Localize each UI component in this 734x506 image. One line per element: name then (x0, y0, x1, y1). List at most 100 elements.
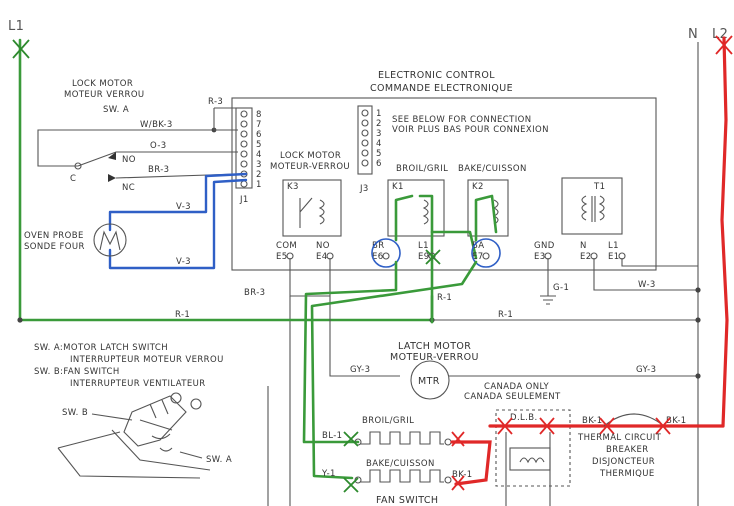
red-cross-mark (451, 431, 465, 447)
r3-link (213, 108, 238, 131)
l1-rail-label: L1 (8, 19, 24, 34)
see-below-text: SEE BELOW FOR CONNECTION (392, 115, 531, 125)
broil-element-title: BROIL/GRIL (362, 416, 414, 426)
br3b-wire (289, 258, 330, 297)
sw-b-callout: SW. B (62, 408, 88, 418)
mtr-label: MTR (418, 376, 440, 387)
latch-motor (410, 360, 450, 400)
bl1-label: BL-1 (322, 431, 343, 441)
terminal-name: L1 (608, 241, 619, 251)
junction-dot (17, 317, 23, 323)
bake-element (360, 469, 444, 483)
terminal-name: COM (276, 241, 297, 251)
r1c-label: R-1 (498, 310, 513, 320)
probe-circle (93, 223, 127, 257)
terminal-id: E4 (316, 252, 328, 262)
o3-label: O-3 (150, 141, 167, 151)
j1-pin (240, 120, 248, 128)
lock-motor-relay-title: LOCK MOTOR (280, 151, 341, 161)
y1-cross-mark (343, 477, 359, 493)
legend-sw-b-fr: INTERRUPTEUR VENTILATEUR (70, 379, 206, 389)
no-e4-wire (329, 258, 400, 377)
terminal-name: GND (534, 241, 555, 251)
bk1c-label: BK-1 (666, 416, 687, 426)
j1-pin (240, 110, 248, 118)
terminal-id: E5 (276, 252, 288, 262)
wbk3-wire (37, 129, 214, 167)
bake-green-wire (310, 260, 478, 480)
j1-pin (240, 160, 248, 168)
terminal-id: E6 (372, 252, 384, 262)
bake-terminal-right (444, 476, 452, 484)
control-title-fr: COMMANDE ELECTRONIQUE (370, 83, 513, 94)
j3-pin (361, 159, 369, 167)
junction-dot (695, 317, 701, 323)
junction-dot (695, 287, 701, 293)
j1-pin-number: 8 (256, 110, 262, 120)
l1-cross-mark (12, 39, 30, 59)
terminal (482, 252, 490, 260)
j1-pin (240, 140, 248, 148)
junction-dot (695, 373, 701, 379)
dlb-box (495, 409, 571, 487)
probe-label-fr: SONDE FOUR (24, 242, 85, 252)
red-cross-mark (497, 417, 513, 435)
n-rail-label: N (688, 27, 698, 42)
j1-pin-number: 4 (256, 150, 262, 160)
j3-connector (357, 105, 373, 175)
gy3a-label: GY-3 (350, 365, 370, 375)
electronic-control-box (231, 97, 657, 271)
r1b-label: R-1 (437, 293, 452, 303)
k1-label: K1 (392, 182, 404, 192)
broil-relay-title: BROIL/GRIL (396, 164, 448, 174)
lock-motor-title: LOCK MOTOR (72, 79, 133, 89)
terminal-id: E2 (580, 252, 592, 262)
breaker-line-4: THERMIQUE (599, 469, 655, 479)
canada-seulement: CANADA SEULEMENT (464, 392, 561, 402)
j3-pin-number: 5 (376, 149, 382, 159)
j1-pin (240, 130, 248, 138)
switch-assembly-sketch (57, 392, 211, 479)
terminal-name: BA (472, 241, 484, 251)
r3-label: R-3 (208, 97, 223, 107)
c-terminal (74, 162, 82, 170)
bake-element-title: BAKE/CUISSON (366, 459, 435, 469)
terminal (382, 252, 390, 260)
no-arrow (108, 152, 116, 160)
k3-label: K3 (287, 182, 299, 192)
relay-feed-green (430, 230, 478, 324)
red-cross-mark (539, 417, 555, 435)
broil-green-wire (302, 260, 398, 444)
bl1-cross-mark (343, 431, 359, 447)
see-below-text-fr: VOIR PLUS BAS POUR CONNEXION (392, 125, 549, 135)
j3-pin-number: 1 (376, 109, 382, 119)
dlb-coil (519, 457, 545, 464)
v3a-label: V-3 (176, 202, 191, 212)
k1-coil (422, 199, 429, 225)
g1-label: G-1 (553, 283, 569, 293)
bake-relay-title: BAKE/CUISSON (458, 164, 527, 174)
j1-pin-number: 2 (256, 170, 262, 180)
j3-pin (361, 139, 369, 147)
probe-label: OVEN PROBE (24, 231, 84, 241)
breaker-line-2: BREAKER (606, 445, 649, 455)
latch-motor-title: LATCH MOTOR (398, 341, 471, 352)
ground-symbol (540, 258, 556, 305)
bk1a-label: BK-1 (452, 470, 473, 480)
red-cross-mark (599, 417, 615, 435)
nc-label: NC (122, 183, 135, 193)
terminal-id: E3 (534, 252, 546, 262)
broil-element (360, 431, 444, 445)
r1-label: R-1 (175, 310, 190, 320)
terminal-id: E7 (472, 252, 484, 262)
terminal-id: E1 (608, 252, 620, 262)
k3-relay (282, 179, 342, 237)
bk1b-label: BK-1 (582, 416, 603, 426)
k2-label: K2 (472, 182, 484, 192)
e6-highlight-circle (371, 238, 401, 268)
j1-pin-number: 5 (256, 140, 262, 150)
j3-pin-number: 2 (376, 119, 382, 129)
